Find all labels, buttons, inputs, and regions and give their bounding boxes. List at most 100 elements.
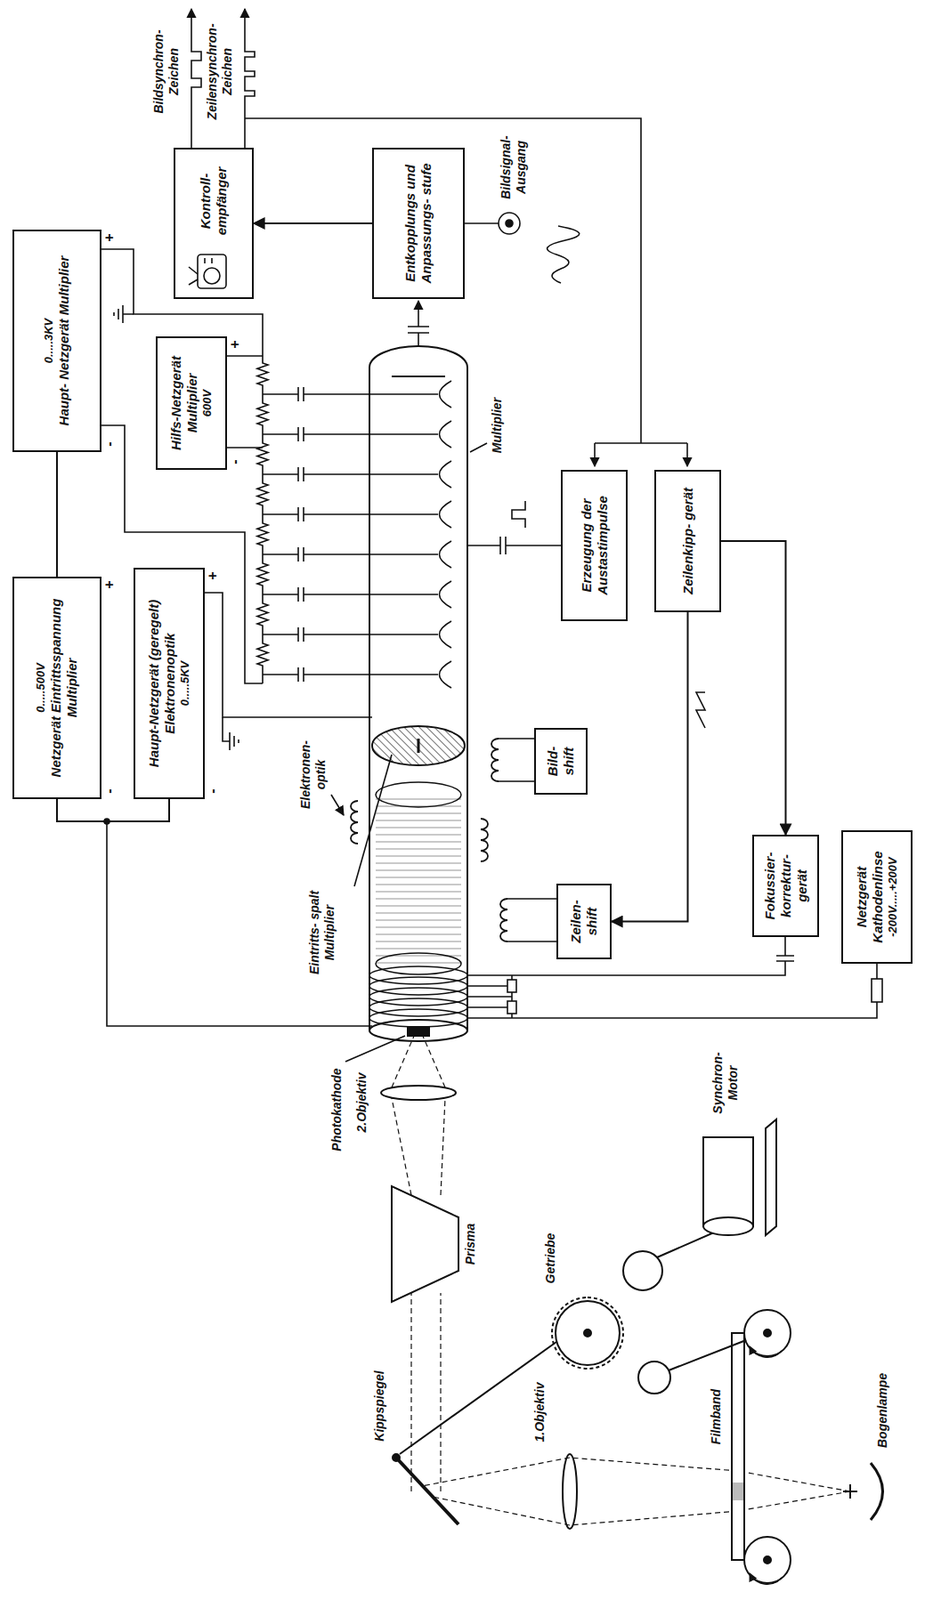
line-sync-signal: [244, 8, 255, 148]
optics: [381, 1034, 884, 1585]
connector: [253, 222, 373, 225]
polarity-sign: -: [204, 785, 221, 798]
coil-symbol: [480, 819, 488, 862]
node-text: Bild- shift: [544, 735, 577, 788]
part-label: Filmband: [708, 1379, 724, 1456]
output-stage-box: Entkopplungs und Anpassungs- stufe: [372, 147, 465, 300]
node-text: 0.....5KV: [178, 661, 193, 707]
drawing-g: [391, 1034, 851, 1526]
part-label: Bildsynchron- Zeichen: [151, 11, 182, 132]
gear: [623, 1251, 663, 1291]
drawing-path: [765, 1119, 777, 1236]
sweep-generator-box: Zeilenkipp- gerät: [654, 470, 722, 613]
wiring: [101, 8, 883, 1063]
drawing-rect: [507, 980, 517, 993]
tilting-mirror: [396, 1458, 459, 1526]
deflection-coils: [350, 738, 508, 942]
part-label: Bogenlampe: [875, 1366, 891, 1456]
drawing-circle: [584, 1330, 592, 1338]
coil-symbol: [491, 738, 499, 782]
lens: [562, 1454, 577, 1530]
drawing-ellipse: [369, 966, 468, 985]
drawing-path: [113, 305, 134, 324]
drawing-path: [106, 821, 373, 1027]
drawing-path: [749, 1573, 782, 1585]
coil-symbol: [350, 801, 358, 844]
drawing-ellipse: [369, 988, 468, 1007]
drawing-path: [407, 326, 430, 347]
polarity-sign: +: [101, 231, 118, 244]
drawing-path: [467, 975, 512, 1019]
connector: [56, 452, 58, 577]
connector: [56, 799, 170, 822]
node-text: Haupt-Netzgerät (geregelt) Elektronenopt…: [146, 575, 179, 793]
lamp-arc: [843, 1484, 858, 1500]
part-label: 1.Objektiv: [532, 1374, 548, 1452]
gear: [638, 1362, 671, 1395]
blanking-pulse-symbol: [511, 501, 526, 528]
part-label: Eintritts- spalt Multiplier: [307, 888, 338, 978]
drawing-ellipse: [369, 1009, 468, 1028]
node-text: 0.....500V: [33, 663, 49, 714]
power-supply-box: Netzgerät Kathodenlinse-200V.....+200V: [841, 830, 913, 965]
drawing-path: [749, 1346, 782, 1358]
drawing-rect: [507, 1001, 517, 1015]
divider-chain: [257, 354, 452, 689]
drawing-path: [686, 443, 689, 467]
lamp-reflector: [870, 1463, 884, 1521]
drawing-path: [668, 1340, 747, 1372]
leader-line: [354, 754, 392, 887]
connector: [721, 541, 787, 836]
monitor-box: Kontroll- empfänger: [173, 147, 254, 300]
drawing-ellipse: [703, 1217, 754, 1236]
motor: [703, 1137, 754, 1227]
tube: [369, 346, 468, 1042]
leader-line: [345, 1036, 406, 1063]
drawing-path: [391, 1034, 446, 1493]
gear: [555, 1301, 620, 1366]
photocathode: [407, 1027, 430, 1037]
drawing-circle: [551, 1298, 624, 1370]
drawing-rect: [375, 795, 462, 965]
part-label: Bildsignal- Ausgang: [498, 128, 529, 207]
node-text: Zeilen- shift: [567, 891, 601, 953]
part-label: Getriebe: [543, 1223, 559, 1295]
node-text: Zeilenkipp- gerät: [680, 487, 697, 595]
prism: [391, 1186, 459, 1303]
node-text: Entkopplungs und Anpassungs- stufe: [402, 154, 435, 293]
tube-envelope: [369, 346, 468, 1031]
node-text: Netzgerät Eintrittsspannung Multiplier: [48, 584, 81, 793]
polarity-sign: +: [101, 578, 118, 592]
pulse-generator-box: Erzeugung der Austastimpulse: [560, 470, 628, 622]
output-connector: [498, 212, 520, 235]
focus-correction-box: Fokussier- korrektur- gerät: [752, 835, 820, 938]
anode-plate: [391, 375, 446, 378]
drawing-ellipse: [375, 953, 462, 975]
drawing-circle: [392, 1454, 400, 1462]
drawing-circle: [505, 219, 513, 228]
node-text: Fokussier- korrektur- gerät: [762, 842, 811, 931]
polarity-sign: -: [227, 455, 244, 469]
polarity-sign: +: [227, 338, 244, 351]
part-label: Zeilensynchron- Zeichen: [204, 11, 236, 132]
drawing-ellipse: [369, 998, 468, 1017]
connector: [611, 612, 689, 923]
part-label: 2.Objektiv: [354, 1062, 370, 1144]
drawing-path: [421, 1458, 851, 1526]
node-text: 0.....3KV: [41, 318, 57, 365]
drawing-path: [468, 536, 561, 555]
part-label: Synchron- Motor: [710, 1045, 741, 1122]
part-label: Multiplier: [489, 388, 505, 463]
drawing-circle: [763, 1557, 771, 1565]
leader-line: [470, 443, 487, 453]
lens: [381, 1086, 456, 1101]
signal-waveform: [547, 226, 580, 284]
resistor-chain: [257, 354, 452, 689]
drawing-path: [511, 937, 795, 976]
drawing-ellipse: [375, 782, 462, 808]
power-supply-box: Hilfs-Netzgerät Multiplier600V: [155, 336, 228, 471]
node-text: Kontroll- empfänger: [197, 154, 230, 248]
polarity-sign: -: [101, 785, 118, 798]
part-label: Kippspiegel: [372, 1362, 388, 1452]
